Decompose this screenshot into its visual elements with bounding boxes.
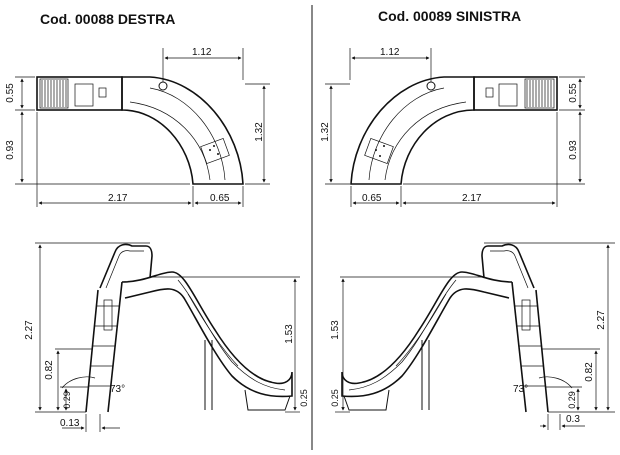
left-slide-channel — [129, 101, 211, 181]
right-dim-step: 0.82 — [584, 362, 595, 382]
right-dim-bottom: 0.29 — [567, 391, 577, 409]
right-dim-deck-height: 0.55 — [568, 83, 579, 103]
left-dim-slide-height: 1.53 — [284, 324, 295, 344]
right-handle — [485, 87, 494, 98]
left-dim-total-height: 1.32 — [254, 122, 265, 142]
left-ladder-steps — [39, 78, 69, 109]
right-slide-body — [350, 76, 475, 185]
right-ladder-rail-front — [535, 289, 549, 413]
right-top-view: 1.12 1.32 0.55 0.93 0.65 2.17 — [320, 47, 585, 207]
left-slide-base — [244, 389, 291, 411]
left-pivot-marker — [158, 81, 168, 91]
left-dim-body-height: 0.93 — [5, 140, 16, 160]
right-slide-base — [343, 389, 390, 411]
left-slide-profile — [121, 271, 293, 398]
right-step-plate — [521, 299, 531, 331]
right-dim-offset: 1.12 — [380, 47, 400, 58]
right-title: Cod. 00089 SINISTRA — [378, 8, 521, 24]
right-dim-total-height: 1.32 — [320, 122, 331, 142]
left-handle — [98, 87, 107, 98]
right-handrail — [481, 243, 535, 289]
left-angle: 73° — [110, 384, 125, 395]
left-ladder-rail-front — [85, 289, 99, 413]
right-ladder-rungs — [515, 305, 546, 387]
right-exit-pad — [364, 137, 394, 165]
left-dim-bottom: 0.29 — [62, 391, 72, 409]
left-slide-body — [121, 76, 244, 185]
left-ladder-rungs — [88, 305, 119, 387]
left-dim-total: 2.27 — [24, 320, 35, 340]
right-dim-exit: 0.65 — [362, 193, 382, 204]
left-handrail — [99, 243, 153, 289]
right-pivot-marker — [426, 81, 436, 91]
left-dim-step: 0.82 — [44, 360, 55, 380]
left-exit-pad — [200, 137, 230, 165]
left-slide-inner-line — [149, 87, 226, 181]
right-dim-body-height: 0.93 — [568, 140, 579, 160]
right-ladder-rail-back — [511, 281, 527, 413]
right-ladder-steps — [524, 78, 555, 109]
right-angle-arc — [538, 376, 573, 389]
right-dim-base: 0.3 — [566, 414, 580, 425]
left-dim-offset: 1.12 — [192, 47, 212, 58]
left-side-view: 73° 2.27 0.82 0.29 0.13 1.53 0.25 — [24, 242, 309, 432]
left-dim-length: 2.17 — [108, 193, 128, 204]
left-step-plate — [103, 299, 113, 331]
left-dim-base: 0.13 — [60, 418, 80, 429]
right-dim-length: 2.17 — [462, 193, 482, 204]
right-deck — [473, 76, 558, 111]
right-platform-plate — [498, 83, 518, 107]
right-side-view: 73° 2.27 0.82 0.29 0.3 1.53 0.25 — [330, 242, 615, 430]
left-dim-exit: 0.25 — [299, 389, 309, 407]
right-angle: 73° — [513, 384, 528, 395]
left-title: Cod. 00088 DESTRA — [40, 11, 175, 27]
left-dim-exit: 0.65 — [210, 193, 230, 204]
right-dim-total: 2.27 — [596, 310, 607, 330]
right-dim-slide-height: 1.53 — [330, 320, 341, 340]
left-panel: Cod. 00088 DESTRA — [5, 11, 309, 432]
right-panel: Cod. 00089 SINISTRA 1.1 — [320, 8, 615, 430]
right-dim-exit: 0.25 — [330, 389, 340, 407]
left-top-view: 1.12 0.55 0.93 1.32 2.17 0.65 — [5, 47, 270, 207]
right-slide-profile — [341, 271, 513, 398]
left-platform-plate — [74, 83, 94, 107]
left-ladder-rail-back — [107, 281, 123, 413]
left-deck — [36, 76, 123, 111]
left-dim-deck-height: 0.55 — [5, 83, 16, 103]
left-angle-arc — [61, 376, 96, 389]
